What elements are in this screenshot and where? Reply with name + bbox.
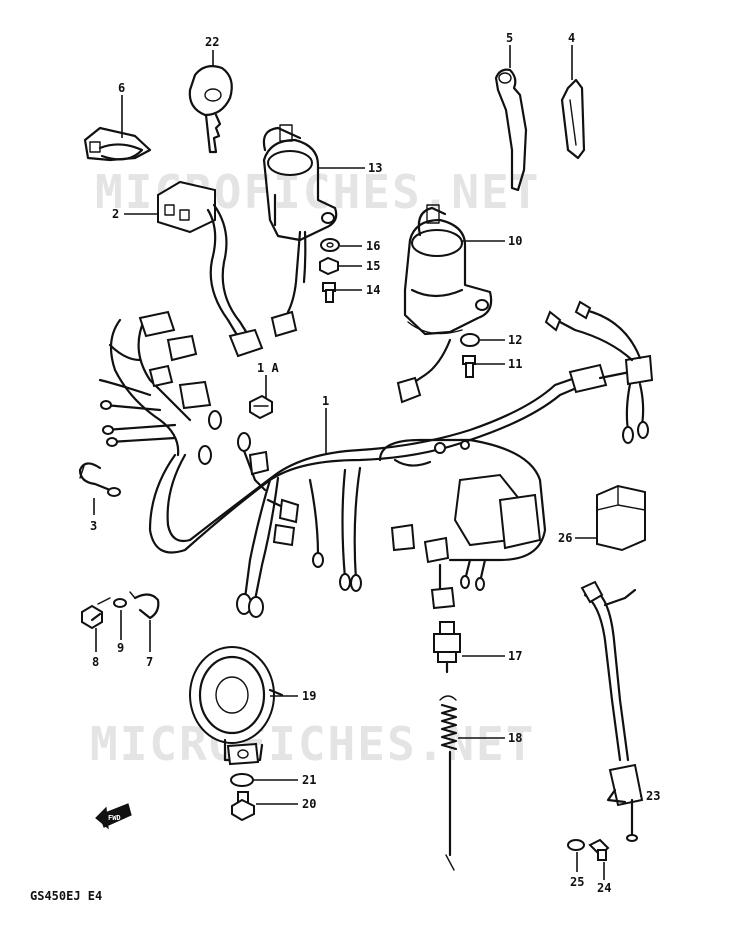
front-arrow-marker: FWD [95,803,132,830]
label-13: 13 [368,161,382,175]
clamp-part-5 [494,68,528,192]
key-part-22 [188,65,233,154]
spring-part-18 [439,695,458,871]
strap-part-4 [560,78,586,160]
washer-part-21 [230,773,254,787]
label-4: 4 [568,31,575,45]
label-11: 11 [508,357,522,371]
label-5: 5 [506,31,513,45]
label-22: 22 [205,35,219,49]
connector-part-2 [157,180,264,358]
horn-part-19 [189,646,284,766]
model-code: GS450EJ E4 [30,889,102,903]
washer-part-12 [460,333,480,347]
steering-lock-part-10 [403,204,493,336]
washer-part-16 [320,238,340,252]
label-10: 10 [508,234,522,248]
lock-wire [396,338,452,404]
ignition-switch-part-13 [262,124,338,338]
clip-part-7 [129,591,160,620]
brake-switch-part-23 [580,580,644,842]
label-7: 7 [146,655,153,669]
leader-lines [93,45,642,880]
label-23: 23 [646,789,660,803]
label-14: 14 [366,283,380,297]
label-12: 12 [508,333,522,347]
bolt-part-20 [231,791,255,822]
label-1: 1 [322,394,329,408]
washer-part-9 [113,598,127,608]
label-2: 2 [112,207,119,221]
label-18: 18 [508,731,522,745]
bolt-part-14 [322,282,336,303]
label-6: 6 [118,81,125,95]
label-17: 17 [508,649,522,663]
clip-part-3 [78,462,121,497]
screw-part-11 [462,355,476,378]
label-24: 24 [597,881,611,895]
label-19: 19 [302,689,316,703]
part-number-labels: 22 6 2 13 16 15 14 10 12 11 5 4 1 A 1 3 … [90,31,660,895]
label-1a: 1 A [257,361,279,375]
washer-part-25 [567,839,585,851]
nut-part-15 [319,256,339,276]
fuse-part-1a [249,394,273,420]
screw-part-24 [588,838,610,861]
watermark-bottom: MICROFICHES.NET [90,717,535,771]
bolt-part-8 [81,597,111,630]
label-25: 25 [570,875,584,889]
bracket-part-6 [83,126,152,162]
wiring-harness-part-1 [98,300,654,618]
label-16: 16 [366,239,380,253]
label-21: 21 [302,773,316,787]
label-20: 20 [302,797,316,811]
label-15: 15 [366,259,380,273]
label-9: 9 [117,641,124,655]
svg-text:FWD: FWD [108,814,121,822]
label-8: 8 [92,655,99,669]
relay-part-26 [596,484,646,552]
label-26: 26 [558,531,572,545]
switch-part-17 [433,621,461,674]
label-3: 3 [90,519,97,533]
